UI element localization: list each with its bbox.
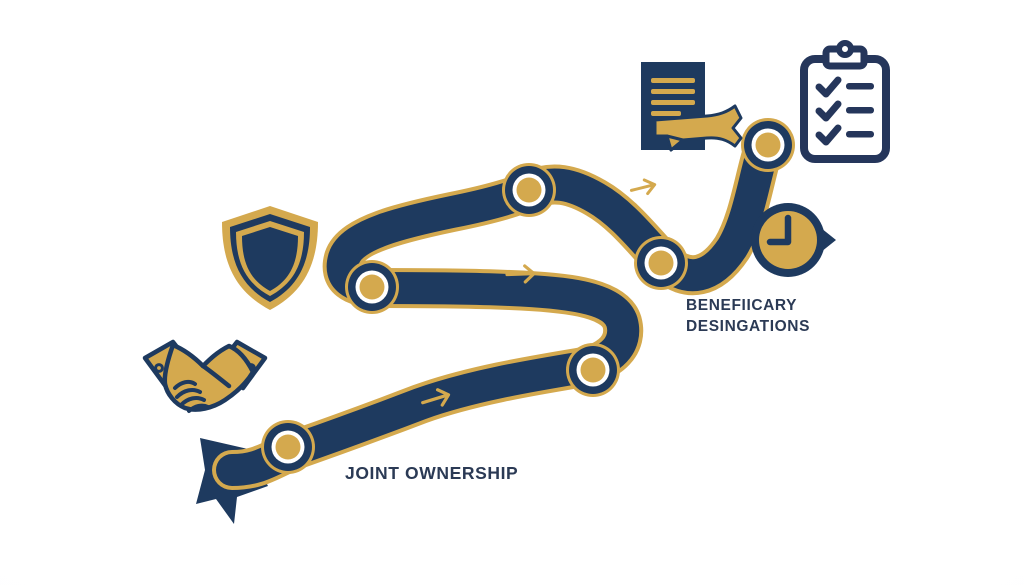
milestone-node-5[interactable] [566, 343, 620, 397]
label-joint-ownership: JOINT OWNERSHIP [345, 463, 519, 483]
ribbon-arrows [421, 178, 657, 407]
clock-icon [751, 203, 836, 277]
milestone-node-joint-ownership[interactable] [261, 420, 315, 474]
clipboard-checklist-icon [800, 40, 890, 163]
arrow-icon [629, 178, 657, 196]
milestone-node-6[interactable] [741, 118, 795, 172]
handshake-icon [142, 339, 268, 413]
ribbon-path [232, 154, 762, 470]
shield-icon [222, 206, 318, 310]
certificate-icon [641, 62, 743, 152]
label-beneficiary-designations: BENEFIICARY DESINGATIONS [686, 297, 811, 335]
milestone-node-2[interactable] [345, 260, 399, 314]
arrow-icon [421, 388, 451, 407]
milestone-nodes [261, 118, 795, 474]
milestone-node-3[interactable] [502, 163, 556, 217]
milestone-node-beneficiary-designations[interactable] [634, 236, 688, 290]
arrow-icon [505, 264, 536, 284]
